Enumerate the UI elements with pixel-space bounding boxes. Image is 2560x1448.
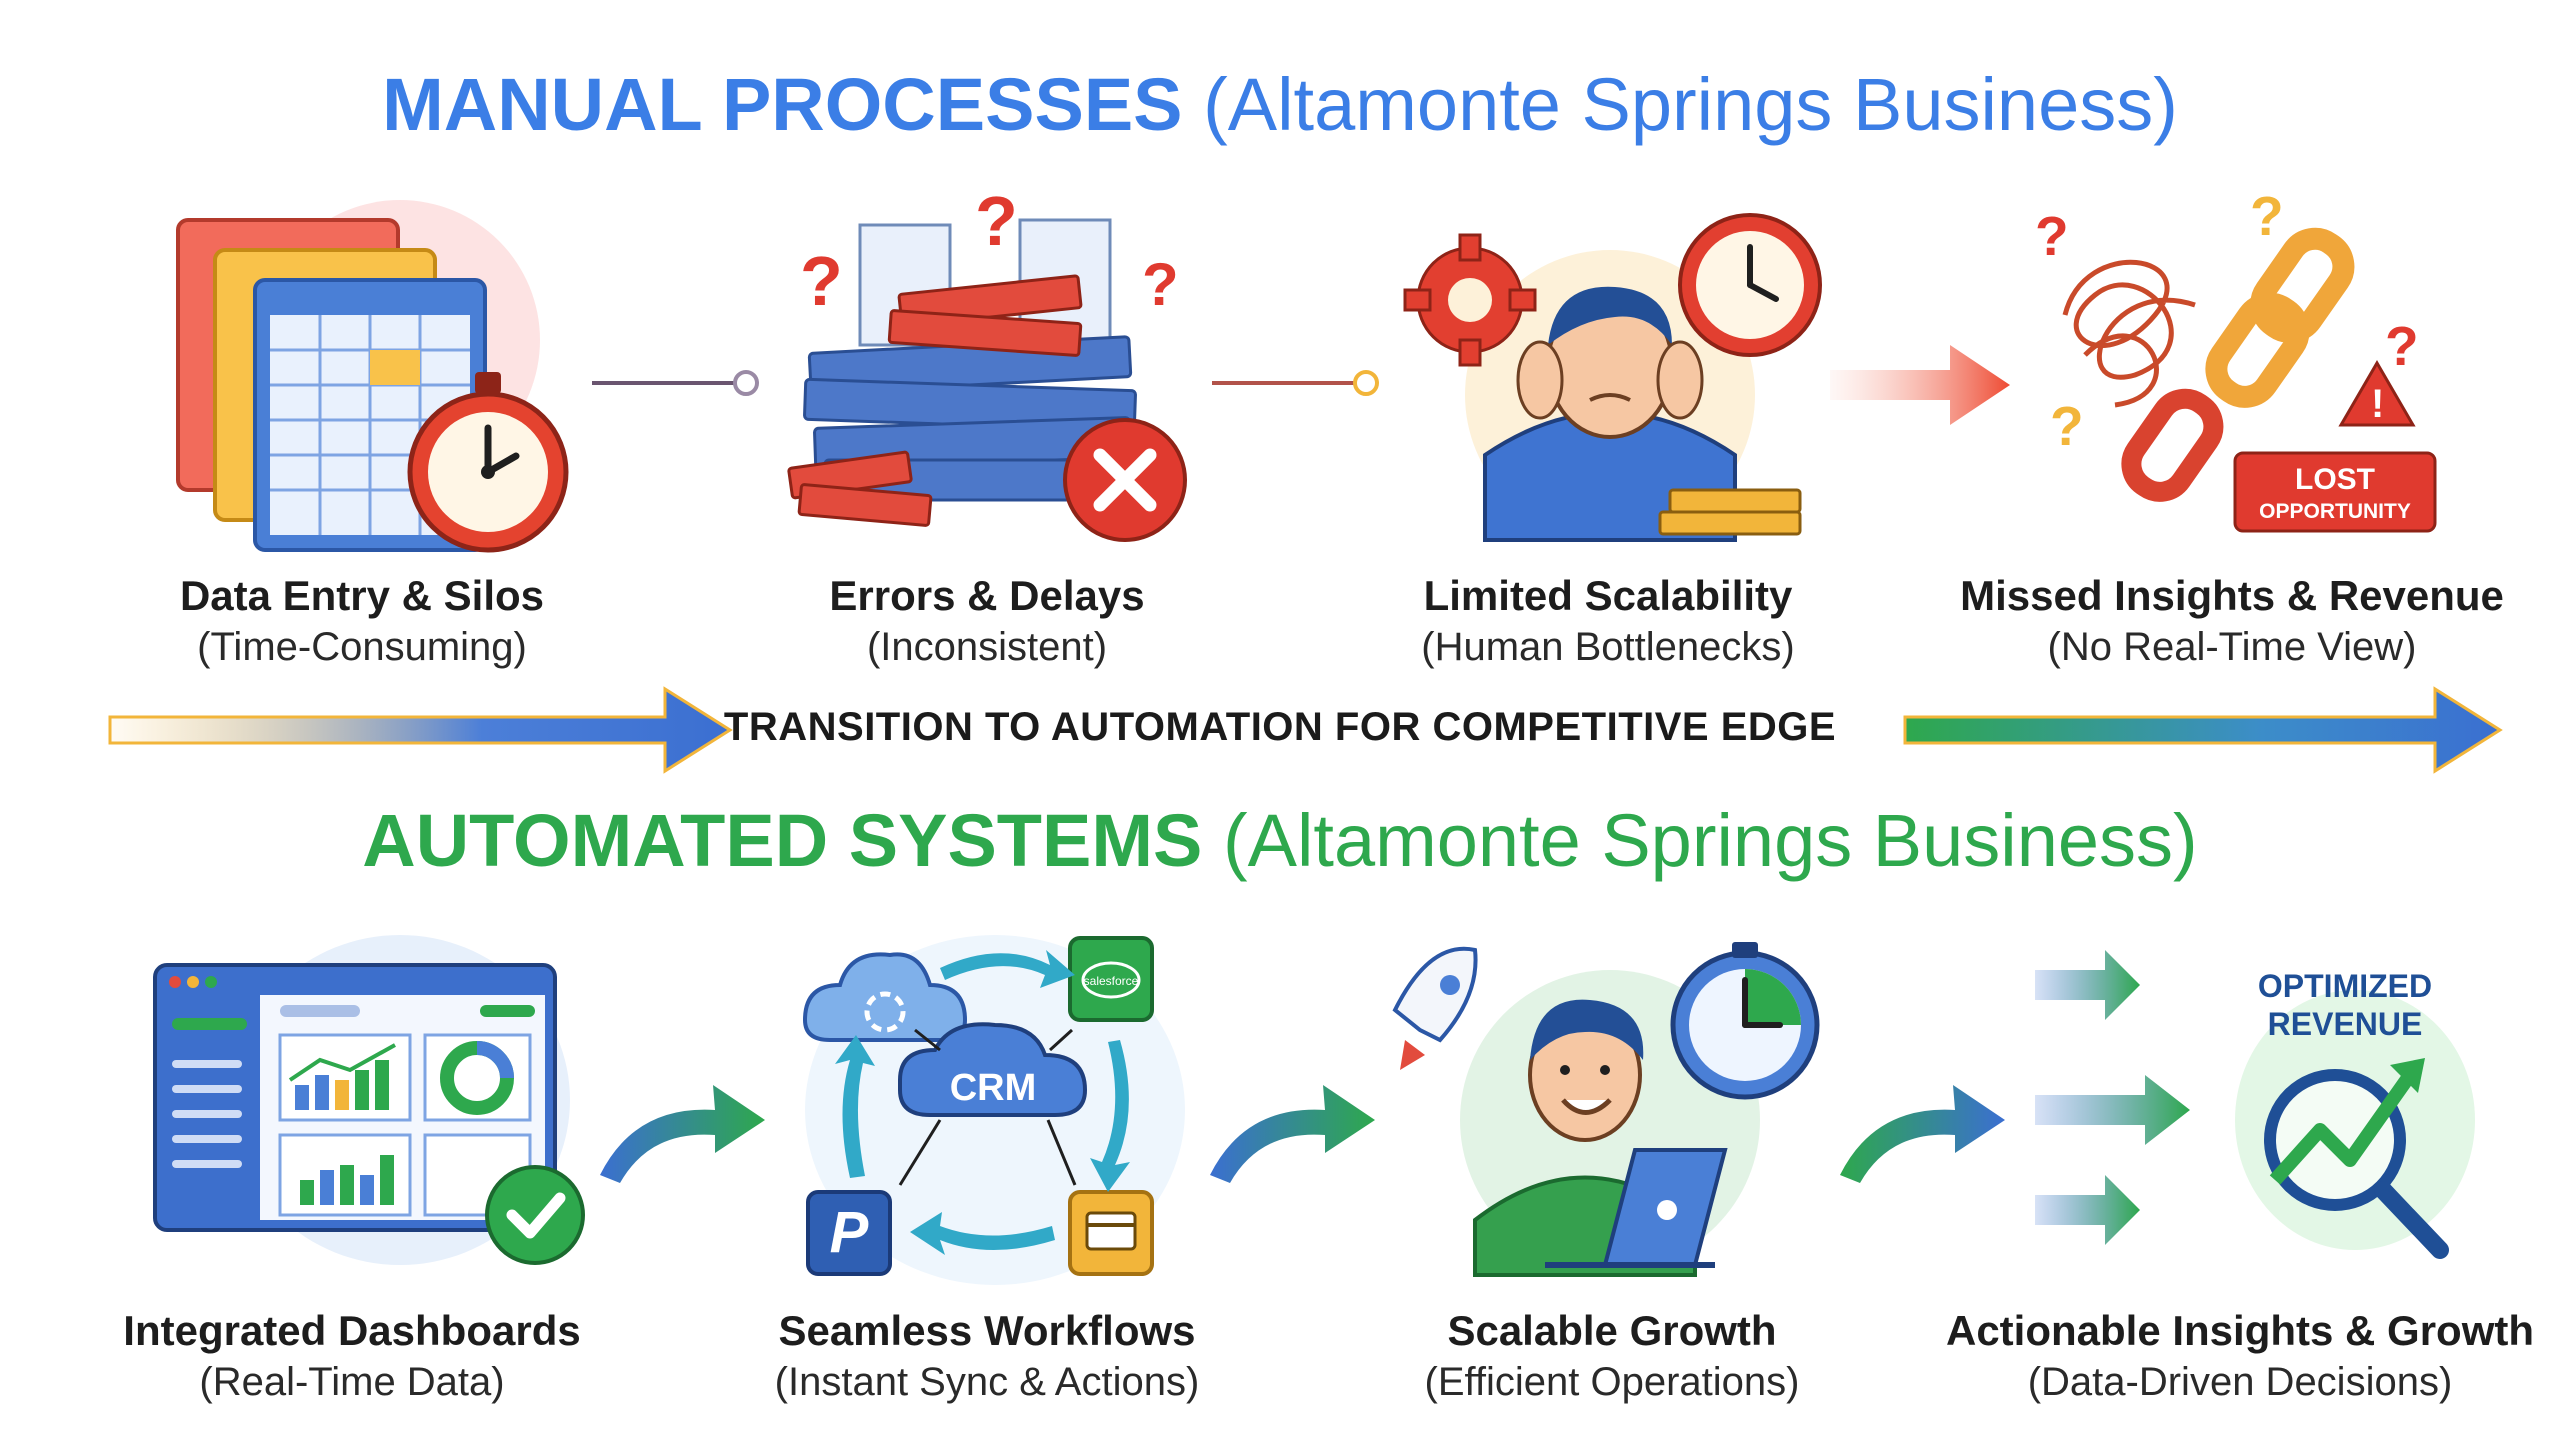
crm-label: CRM <box>950 1067 1037 1109</box>
automated-step-3: Scalable Growth (Efficient Operations) <box>1292 1305 1932 1407</box>
revenue-label: REVENUE <box>2268 1006 2423 1042</box>
red-arrow-icon <box>1830 345 2010 425</box>
connector-line <box>592 370 759 396</box>
automated-title-paren: (Altamonte Springs Business) <box>1222 799 2198 882</box>
crm-workflow-icon: salesforce CRM P <box>802 935 1185 1285</box>
transition-arrow-right-icon <box>1903 686 2503 774</box>
transition-label: TRANSITION TO AUTOMATION FOR COMPETITIVE… <box>723 705 1837 749</box>
spreadsheet-stopwatch-icon <box>176 200 569 553</box>
curved-arrow-icon <box>1210 1085 1375 1183</box>
stressed-worker-icon <box>1403 213 1822 542</box>
optimized-revenue-icon: OPTIMIZED REVENUE <box>2035 950 2475 1259</box>
step-subtitle: (Real-Time Data) <box>199 1360 505 1404</box>
svg-text:?: ? <box>975 182 1018 260</box>
paper-pile-error-icon: ? ? ? <box>787 182 1187 542</box>
transition-arrow-left-icon <box>108 686 733 774</box>
step-title: Integrated Dashboards <box>123 1307 581 1354</box>
automated-title-bold: AUTOMATED SYSTEMS <box>362 799 1203 882</box>
manual-title-bold: MANUAL PROCESSES <box>382 63 1183 146</box>
step-subtitle: (Efficient Operations) <box>1424 1360 1800 1404</box>
lost-badge-text: LOST <box>2295 463 2375 496</box>
svg-text:!: ! <box>2371 382 2384 426</box>
step-subtitle: (Data-Driven Decisions) <box>2027 1360 2453 1404</box>
svg-text:?: ? <box>1142 251 1179 318</box>
salesforce-logo-text: salesforce <box>1084 974 1139 988</box>
step-subtitle: (Human Bottlenecks) <box>1421 625 1795 669</box>
manual-step-1: Data Entry & Silos (Time-Consuming) <box>42 570 682 672</box>
step-subtitle: (Inconsistent) <box>866 625 1108 669</box>
svg-text:?: ? <box>2385 315 2419 377</box>
opportunity-badge-text: OPPORTUNITY <box>2259 500 2411 523</box>
step-subtitle: (Instant Sync & Actions) <box>774 1360 1200 1404</box>
connector-line <box>1212 370 1379 396</box>
svg-text:P: P <box>830 1200 869 1265</box>
curved-arrow-icon <box>600 1085 765 1183</box>
step-subtitle: (No Real-Time View) <box>2047 625 2417 669</box>
automated-step-2: Seamless Workflows (Instant Sync & Actio… <box>667 1305 1307 1407</box>
step-title: Data Entry & Silos <box>179 572 545 619</box>
broken-chain-icon: ? ? ? ? ! LOST OPPORTUNITY <box>2035 185 2437 533</box>
curved-arrow-icon <box>1840 1085 2005 1183</box>
manual-step-2: Errors & Delays (Inconsistent) <box>667 570 1307 672</box>
automated-section-title: AUTOMATED SYSTEMS (Altamonte Springs Bus… <box>0 798 2560 883</box>
automated-step-4: Actionable Insights & Growth (Data-Drive… <box>1920 1305 2560 1407</box>
svg-text:?: ? <box>2250 185 2284 247</box>
step-title: Actionable Insights & Growth <box>1945 1307 2535 1354</box>
step-title: Seamless Workflows <box>778 1307 1196 1354</box>
svg-text:?: ? <box>800 242 843 320</box>
automated-step-1: Integrated Dashboards (Real-Time Data) <box>32 1305 672 1407</box>
step-title: Missed Insights & Revenue <box>1960 572 2504 619</box>
manual-step-4: Missed Insights & Revenue (No Real-Time … <box>1912 570 2552 672</box>
manual-section-title: MANUAL PROCESSES (Altamonte Springs Busi… <box>0 62 2560 147</box>
step-title: Limited Scalability <box>1423 572 1793 619</box>
step-subtitle: (Time-Consuming) <box>197 625 527 669</box>
svg-text:?: ? <box>2050 395 2084 457</box>
happy-worker-laptop-icon <box>1392 942 1820 1277</box>
step-title: Scalable Growth <box>1447 1307 1777 1354</box>
optimized-label: OPTIMIZED <box>2258 968 2432 1004</box>
manual-title-paren: (Altamonte Springs Business) <box>1203 63 2178 146</box>
step-title: Errors & Delays <box>829 572 1145 619</box>
dashboard-check-icon <box>153 935 585 1265</box>
svg-text:?: ? <box>2035 205 2069 267</box>
manual-step-3: Limited Scalability (Human Bottlenecks) <box>1288 570 1928 672</box>
